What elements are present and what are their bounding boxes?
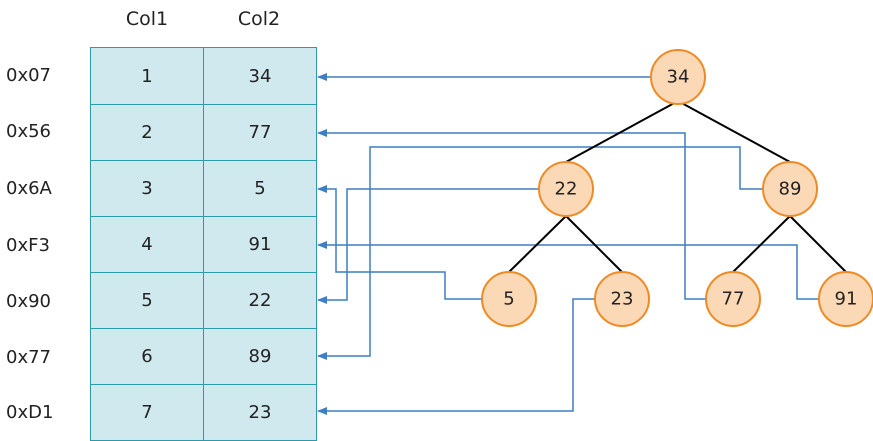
tree-pointer-diagram: 34 22 89 5 23 77 91 — [317, 49, 873, 415]
row-address: 0xF3 — [6, 235, 50, 256]
row-address: 0x90 — [6, 291, 52, 312]
tree-edge — [565, 215, 623, 273]
row-address: 0x6A — [6, 178, 52, 199]
row-address: 0x07 — [6, 65, 52, 86]
tree-node-34 — [650, 49, 706, 105]
tree-node-89 — [762, 161, 818, 217]
tree-node-label: 34 — [667, 67, 690, 88]
tree-node-label: 91 — [835, 289, 858, 310]
column-header-col2: Col2 — [237, 8, 281, 30]
tree-node-label: 22 — [555, 179, 578, 200]
row-address: 0x77 — [6, 347, 52, 368]
pointer-arrow-5 — [317, 185, 482, 300]
tree-node-label: 77 — [722, 289, 745, 310]
pointer-arrow-77 — [317, 129, 705, 300]
table-cell-col1: 6 — [90, 328, 204, 385]
tree-node-22 — [538, 161, 594, 217]
tree-node-label: 5 — [503, 289, 514, 310]
row-address: 0x56 — [6, 121, 52, 142]
tree-node-label: 23 — [611, 289, 634, 310]
table-cell-col1: 3 — [90, 160, 204, 217]
tree-node-23 — [594, 271, 650, 327]
tree-node-77 — [705, 271, 761, 327]
column-header-col1: Col1 — [125, 8, 169, 30]
table-cell-col1: 1 — [90, 47, 204, 105]
tree-edge — [732, 215, 791, 273]
pointer-arrow-91 — [317, 241, 818, 300]
tree-edge — [508, 215, 567, 273]
table-cell-col2: 34 — [203, 47, 317, 105]
table-cell-col2: 77 — [203, 104, 317, 161]
tree-node-5 — [481, 271, 537, 327]
table-cell-col2: 91 — [203, 216, 317, 273]
tree-node-label: 89 — [779, 179, 802, 200]
tree-edge — [565, 100, 679, 163]
tree-node-91 — [818, 271, 873, 327]
tree-edge — [789, 215, 847, 273]
table-cell-col2: 89 — [203, 328, 317, 385]
table-cell-col1: 2 — [90, 104, 204, 161]
diagram-stage: Col1 Col2 0x07 0x56 0x6A 0xF3 0x90 0x77 … — [6, 8, 873, 441]
tree-edge — [677, 100, 791, 163]
row-address: 0xD1 — [6, 402, 54, 423]
pointer-arrow-23 — [317, 298, 595, 415]
pointer-arrow-22 — [317, 188, 540, 304]
pointer-arrow-89 — [317, 146, 763, 360]
